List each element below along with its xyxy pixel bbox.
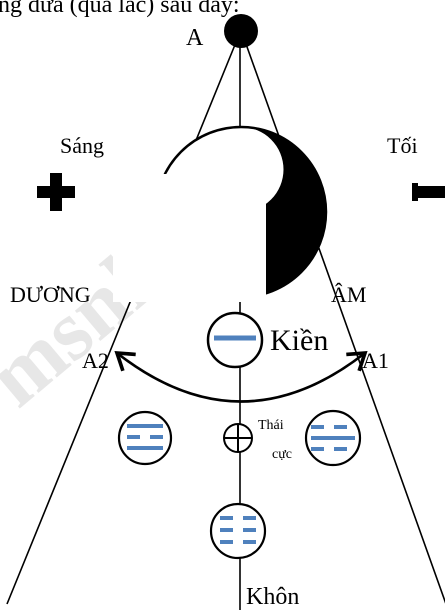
taiji-icon	[113, 127, 326, 302]
circle-cross-icon	[224, 424, 252, 452]
left-trigram-icon	[119, 412, 171, 464]
dark-label: Tối	[387, 133, 418, 158]
khon-label: Khôn	[246, 584, 299, 610]
right-side-label: ÂM	[331, 282, 366, 307]
right-arrow-label: A1	[362, 348, 389, 373]
thai-label: Thái	[258, 418, 284, 433]
left-arrow-label: A2	[82, 348, 109, 373]
minus-icon	[412, 183, 445, 201]
pendulum-bob-icon	[224, 14, 258, 48]
kien-trigram-icon	[208, 313, 262, 367]
right-pendulum-line	[241, 30, 445, 604]
khon-trigram-icon	[211, 504, 265, 558]
left-side-label: DƯƠNG	[10, 282, 91, 307]
top-label: A	[186, 25, 204, 51]
kien-label: Kiền	[270, 324, 328, 357]
taiji-mask-rectangle	[113, 174, 266, 302]
cuc-label: cực	[272, 447, 292, 462]
right-trigram-icon	[306, 411, 360, 465]
header-fragment: ng đưa (quả lắc) sau đây:	[0, 0, 240, 18]
plus-icon	[37, 173, 75, 211]
light-label: Sáng	[60, 133, 104, 158]
